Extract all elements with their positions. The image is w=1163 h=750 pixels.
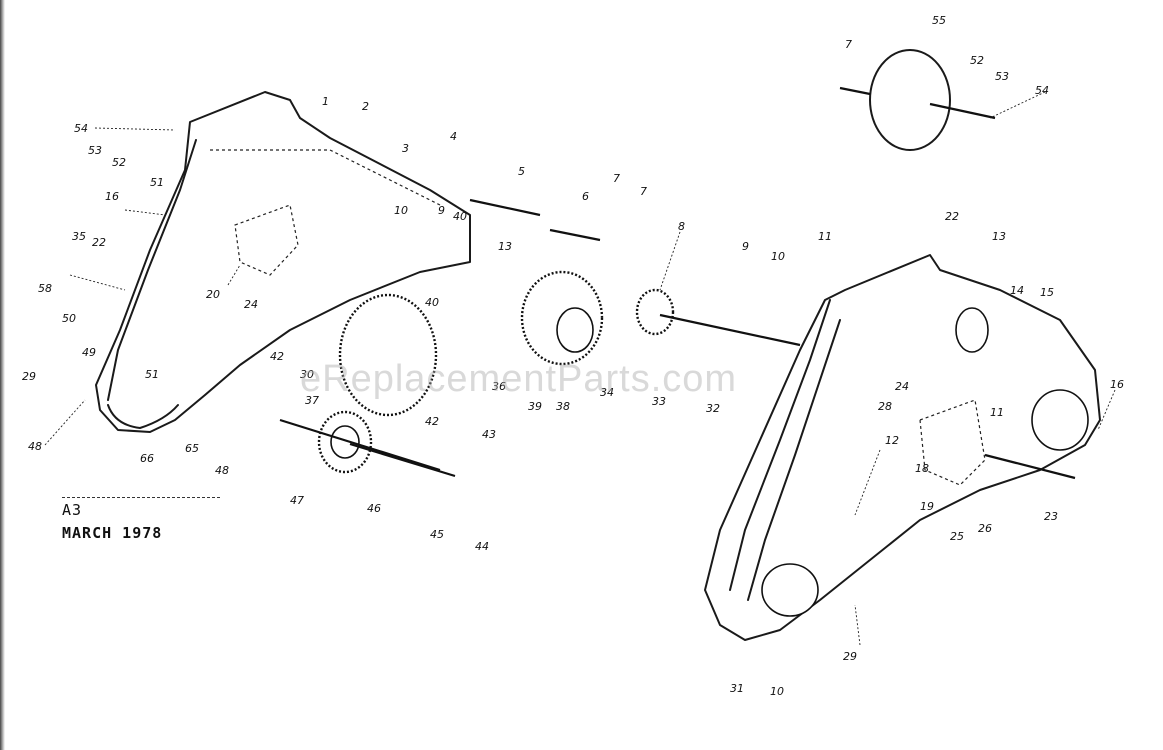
callout-66: 66 <box>140 452 154 465</box>
callout-13: 13 <box>498 240 512 253</box>
callout-7: 7 <box>640 185 647 198</box>
callout-35: 35 <box>72 230 86 243</box>
callout-14: 14 <box>1010 284 1024 297</box>
callout-45: 45 <box>430 528 444 541</box>
callout-24: 24 <box>244 298 258 311</box>
callout-11: 11 <box>990 406 1004 419</box>
callout-40: 40 <box>425 296 439 309</box>
callout-29: 29 <box>22 370 36 383</box>
callout-22: 22 <box>92 236 106 249</box>
right-chain-case <box>704 254 1101 641</box>
callout-37: 37 <box>305 394 319 407</box>
drawing-code: A3 <box>62 501 83 519</box>
callout-51: 51 <box>150 176 164 189</box>
callout-43: 43 <box>482 428 496 441</box>
callout-44: 44 <box>475 540 489 553</box>
callout-16: 16 <box>1110 378 1124 391</box>
callout-46: 46 <box>367 502 381 515</box>
callout-40: 40 <box>453 210 467 223</box>
callout-20: 20 <box>206 288 220 301</box>
callout-53: 53 <box>88 144 102 157</box>
callout-29: 29 <box>843 650 857 663</box>
callout-54: 54 <box>1035 84 1049 97</box>
callout-13: 13 <box>992 230 1006 243</box>
callout-65: 65 <box>185 442 199 455</box>
callout-7: 7 <box>845 38 852 51</box>
callout-12: 12 <box>885 434 899 447</box>
callout-32: 32 <box>706 402 720 415</box>
callout-10: 10 <box>394 204 408 217</box>
callout-48: 48 <box>28 440 42 453</box>
callout-1: 1 <box>322 95 329 108</box>
callout-52: 52 <box>112 156 126 169</box>
callout-49: 49 <box>82 346 96 359</box>
callout-38: 38 <box>556 400 570 413</box>
callout-51: 51 <box>145 368 159 381</box>
callout-15: 15 <box>1040 286 1054 299</box>
leader-lines <box>44 91 1116 646</box>
callout-58: 58 <box>38 282 52 295</box>
watermark: eReplacementParts.com <box>300 358 738 400</box>
callout-36: 36 <box>492 380 506 393</box>
scan-edge <box>0 0 5 750</box>
left-chain-case <box>95 91 471 433</box>
callout-47: 47 <box>290 494 304 507</box>
callout-9: 9 <box>438 204 445 217</box>
callout-55: 55 <box>932 14 946 27</box>
callout-24: 24 <box>895 380 909 393</box>
callout-34: 34 <box>600 386 614 399</box>
callout-25: 25 <box>950 530 964 543</box>
callout-10: 10 <box>770 685 784 698</box>
callout-26: 26 <box>978 522 992 535</box>
callout-39: 39 <box>528 400 542 413</box>
callout-31: 31 <box>730 682 744 695</box>
callout-8: 8 <box>678 220 685 233</box>
callout-30: 30 <box>300 368 314 381</box>
callout-18: 18 <box>915 462 929 475</box>
callout-9: 9 <box>742 240 749 253</box>
callout-42: 42 <box>270 350 284 363</box>
callout-54: 54 <box>74 122 88 135</box>
callout-3: 3 <box>402 142 409 155</box>
callout-19: 19 <box>920 500 934 513</box>
callout-2: 2 <box>362 100 369 113</box>
callout-22: 22 <box>945 210 959 223</box>
callout-7: 7 <box>613 172 620 185</box>
callout-5: 5 <box>518 165 525 178</box>
callout-10: 10 <box>771 250 785 263</box>
middle-sprocket-assembly <box>469 198 801 366</box>
callout-16: 16 <box>105 190 119 203</box>
callout-23: 23 <box>1044 510 1058 523</box>
callout-11: 11 <box>818 230 832 243</box>
callout-28: 28 <box>878 400 892 413</box>
callout-50: 50 <box>62 312 76 325</box>
callout-53: 53 <box>995 70 1009 83</box>
callout-42: 42 <box>425 415 439 428</box>
callout-4: 4 <box>450 130 457 143</box>
callout-labels: 1 2 3 4 5 6 7 7 7 8 9 9 10 10 10 11 11 1… <box>22 14 1124 698</box>
drawing-date: MARCH 1978 <box>62 524 163 542</box>
callout-48: 48 <box>215 464 229 477</box>
lower-gear-assembly <box>279 293 456 478</box>
callout-6: 6 <box>582 190 589 203</box>
wheel-assembly <box>839 49 996 151</box>
callout-52: 52 <box>970 54 984 67</box>
caption-divider <box>62 497 220 498</box>
callout-33: 33 <box>652 395 666 408</box>
